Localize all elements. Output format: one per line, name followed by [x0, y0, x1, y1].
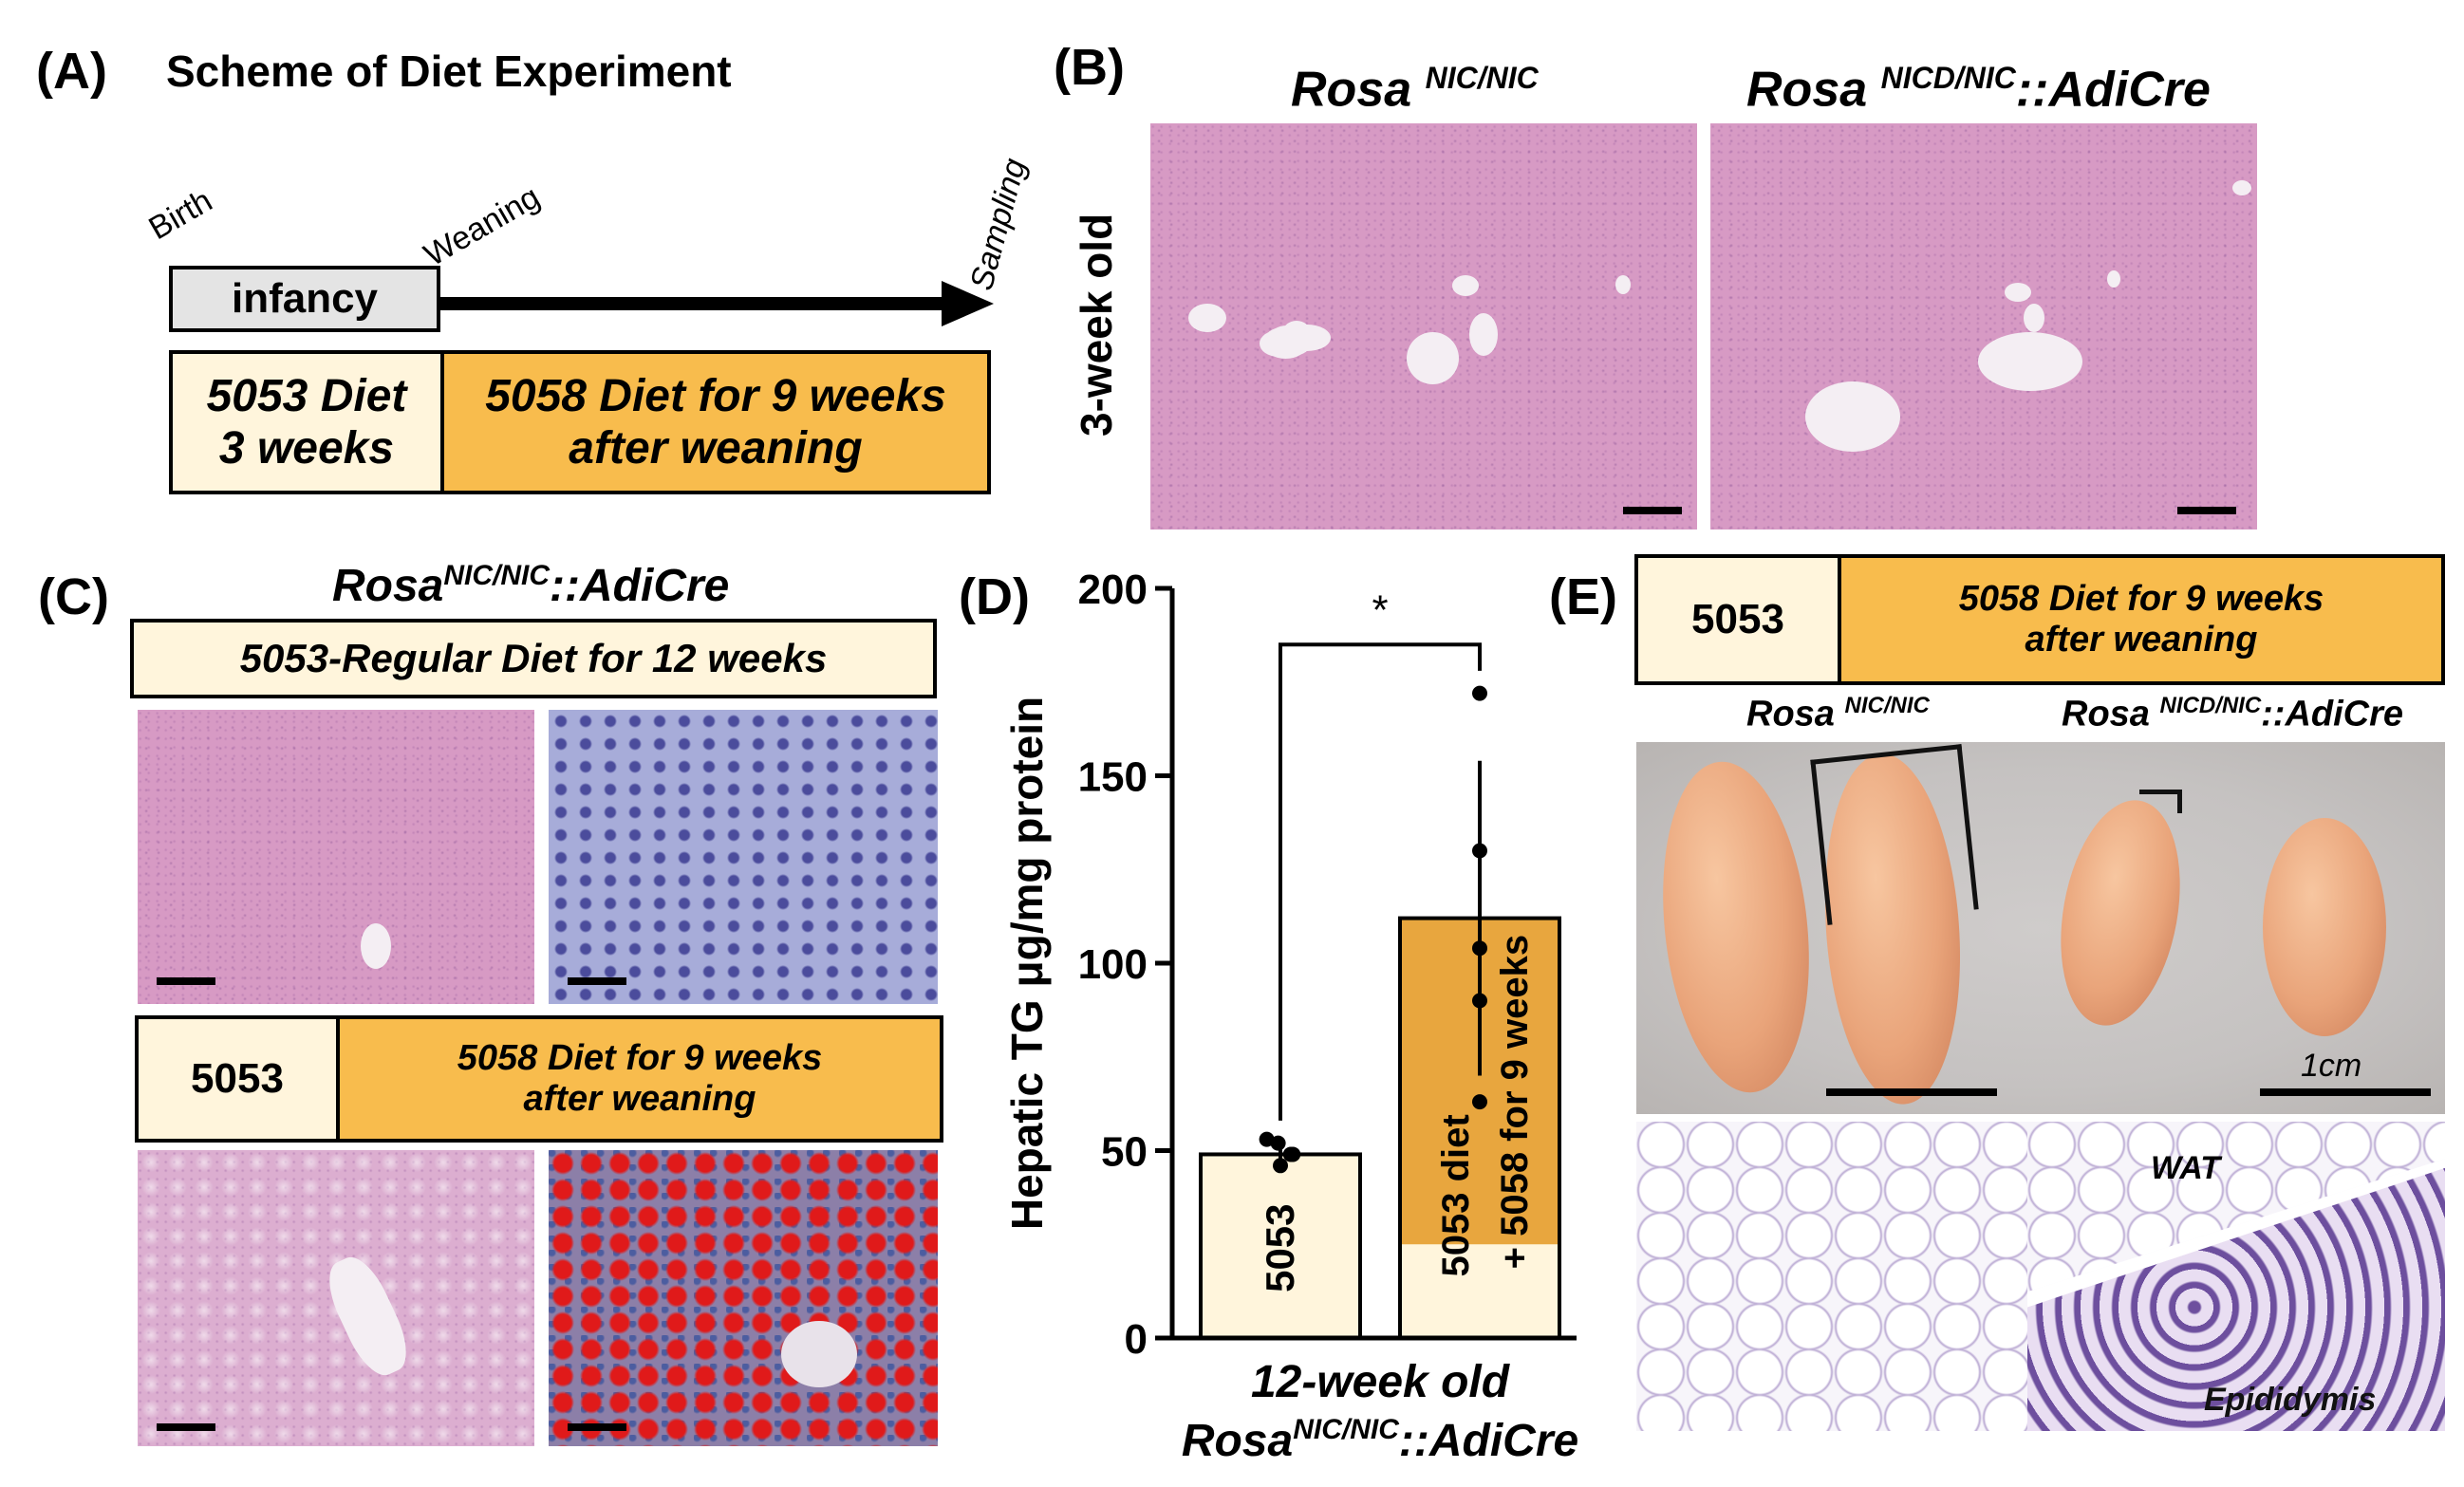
bar-label-5053: 5053: [1258, 1203, 1302, 1292]
panel-b-col2-title: Rosa NICD/NIC::AdiCre: [1746, 61, 2211, 118]
e-5058-line2: after weaning: [2025, 620, 2258, 660]
diet-5058-line2: after weaning: [569, 423, 863, 474]
x-axis-label-line2: RosaNIC/NIC::AdiCre: [1182, 1414, 1578, 1466]
panel-b-col1-title: Rosa NIC/NIC: [1291, 61, 1539, 118]
infancy-text: infancy: [231, 275, 379, 322]
significance-bracket: [1279, 642, 1482, 1121]
regular-diet-box: 5053-Regular Diet for 12 weeks: [130, 619, 937, 698]
significance-star: *: [1372, 586, 1388, 633]
epididymis-label: Epididymis: [2204, 1382, 2377, 1418]
y-axis-label: Hepatic TG μg/mg protein: [1002, 697, 1052, 1230]
wat-label: WAT: [2151, 1150, 2221, 1186]
micrograph-c-5058-oilred: [549, 1150, 938, 1446]
e-col2-base: Rosa: [2062, 694, 2160, 734]
micrograph-b-control: [1150, 123, 1697, 530]
col1-title-sup: NIC/NIC: [1425, 61, 1539, 95]
e-col1-sup: NIC/NIC: [1844, 693, 1930, 718]
c-5053-box: 5053: [135, 1015, 340, 1143]
data-point: [1270, 1135, 1286, 1151]
y-tick-label: 100: [1078, 941, 1148, 988]
birth-label: Birth: [142, 182, 219, 248]
data-point: [1285, 1146, 1301, 1162]
y-tick-label: 0: [1125, 1316, 1148, 1363]
e-5058-line1: 5058 Diet for 9 weeks: [1958, 579, 2324, 619]
panel-c-label: (C): [38, 568, 109, 625]
data-point: [1472, 1094, 1487, 1110]
col2-title-suffix: ::AdiCre: [2015, 62, 2211, 118]
e-5053-box: 5053: [1634, 554, 1841, 685]
data-point: [1472, 940, 1487, 957]
e-5058-box: 5058 Diet for 9 weeks after weaning: [1838, 554, 2445, 685]
diet-5058-line1: 5058 Diet for 9 weeks: [485, 371, 946, 421]
row-label-3week: 3-week old: [1072, 213, 1121, 437]
e-col2-suffix: ::AdiCre: [2261, 694, 2404, 734]
timeline-arrow: [439, 281, 994, 326]
micrograph-wat-control: [1636, 1122, 2027, 1431]
sampling-label: Sampling: [963, 155, 1034, 294]
col1-title-base: Rosa: [1291, 62, 1426, 118]
regular-diet-text: 5053-Regular Diet for 12 weeks: [239, 636, 828, 680]
panel-a-label: (A): [36, 43, 107, 100]
weaning-label: Weaning: [418, 178, 547, 274]
infancy-box: infancy: [169, 266, 440, 332]
c-5058-line2: after weaning: [523, 1079, 756, 1119]
data-point: [1472, 993, 1487, 1009]
e-col2-title: Rosa NICD/NIC::AdiCre: [2062, 693, 2403, 735]
micrograph-wat-epididymis: WAT Epididymis: [2027, 1122, 2445, 1431]
panel-a-title: Scheme of Diet Experiment: [166, 46, 732, 96]
y-tick-label: 150: [1078, 754, 1148, 801]
col2-title-base: Rosa: [1746, 62, 1881, 118]
micrograph-c-regular-he: [138, 710, 534, 1004]
panel-c-title-sup: NIC/NIC: [443, 560, 551, 591]
c-5058-line1: 5058 Diet for 9 weeks: [457, 1038, 823, 1078]
col2-title-sup: NICD/NIC: [1880, 61, 2016, 95]
y-tick-label: 50: [1101, 1129, 1148, 1176]
x-axis-label-line1: 12-week old: [1251, 1357, 1511, 1407]
data-point: [1259, 1131, 1275, 1147]
panel-c-title: RosaNIC/NIC::AdiCre: [332, 560, 729, 612]
fat-pad-photo: 1cm: [1636, 742, 2445, 1114]
diet-5053-box: 5053 Diet 3 weeks: [169, 350, 444, 494]
e-col1-base: Rosa: [1746, 694, 1845, 734]
micrograph-c-regular-stain: [549, 710, 938, 1004]
panel-c-title-base: Rosa: [332, 561, 444, 611]
bar-label-5053-diet: 5053 diet: [1435, 1114, 1477, 1276]
panel-d-label: (D): [959, 568, 1030, 625]
c-5053-text: 5053: [191, 1055, 284, 1102]
micrograph-c-5058-he: [138, 1150, 534, 1446]
data-point: [1472, 843, 1487, 859]
e-col1-title: Rosa NIC/NIC: [1746, 693, 1930, 735]
e-col2-sup: NICD/NIC: [2159, 693, 2262, 718]
panel-b-label: (B): [1054, 39, 1125, 96]
data-point: [1472, 685, 1487, 701]
c-5058-box: 5058 Diet for 9 weeks after weaning: [336, 1015, 943, 1143]
diet-5053-line2: 3 weeks: [218, 423, 395, 474]
bar-5058-bottom: [1400, 1244, 1559, 1338]
diet-5058-box: 5058 Diet for 9 weeks after weaning: [440, 350, 991, 494]
scale-1cm-label: 1cm: [2301, 1048, 2362, 1084]
e-5053-text: 5053: [1691, 596, 1784, 642]
y-tick-label: 200: [1078, 567, 1148, 613]
panel-e-label: (E): [1549, 568, 1617, 625]
micrograph-b-mutant: [1710, 123, 2257, 530]
diet-5053-line1: 5053 Diet: [206, 371, 407, 421]
bar-label-5058-weeks: + 5058 for 9 weeks: [1494, 935, 1536, 1269]
panel-c-title-suffix: ::AdiCre: [550, 561, 730, 611]
